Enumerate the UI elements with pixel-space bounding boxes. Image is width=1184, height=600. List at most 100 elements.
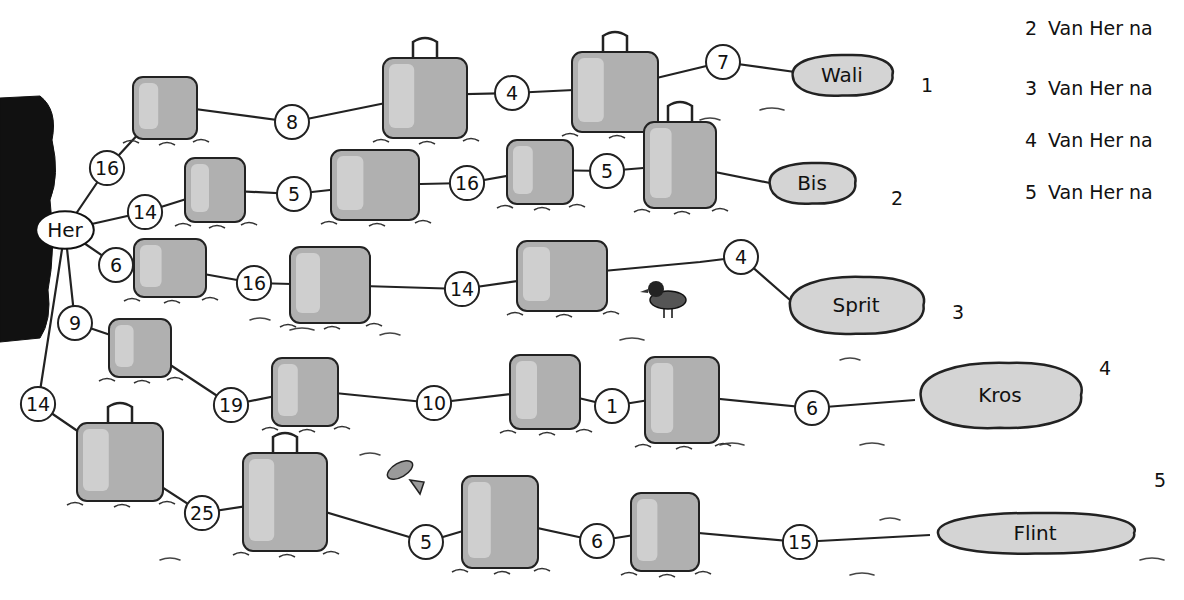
number-circle: [590, 154, 624, 188]
post: [233, 433, 339, 557]
ripple: [500, 430, 592, 436]
path-number: 6: [591, 531, 603, 552]
ripple: [262, 427, 350, 433]
ripple: [123, 140, 209, 146]
post-highlight: [337, 156, 363, 210]
ripple: [280, 324, 382, 330]
number-circle: [495, 76, 529, 110]
post-highlight: [296, 253, 320, 313]
path-number: 15: [788, 532, 812, 553]
post: [373, 38, 479, 144]
post: [635, 357, 731, 449]
post-body: [644, 122, 716, 208]
number-circle: [99, 248, 133, 282]
path-number: 16: [95, 158, 119, 179]
start-cliff: Her: [35, 210, 95, 250]
post: [621, 493, 711, 577]
post: [262, 358, 350, 432]
post: [123, 77, 209, 145]
island: Wali: [786, 50, 898, 100]
post-highlight: [651, 363, 673, 433]
island-shape: [938, 513, 1135, 554]
island-number: 2: [891, 188, 903, 209]
ripple: [452, 569, 550, 575]
number-circle: [724, 240, 758, 274]
path-number: 5: [288, 184, 300, 205]
number-circle: [409, 525, 443, 559]
island: Flint: [925, 508, 1145, 558]
post-highlight: [637, 499, 657, 561]
number-circle: [445, 272, 479, 306]
water-ripples: [160, 108, 1164, 575]
number-circles: [21, 45, 829, 559]
post-body: [572, 52, 658, 132]
post-highlight: [83, 429, 109, 491]
oval-shape: [36, 211, 94, 249]
post-body: [185, 158, 245, 222]
post-highlight: [516, 361, 537, 419]
ripple: [321, 221, 431, 227]
post: [124, 239, 218, 303]
ripple: [634, 209, 728, 215]
question-number: 3: [1025, 78, 1037, 99]
place-name: Sprit: [832, 293, 879, 317]
post: [321, 150, 431, 226]
path-number: 14: [26, 394, 50, 415]
number-circle: [128, 195, 162, 229]
island-number: 3: [952, 302, 964, 323]
number-circle: [795, 391, 829, 425]
question-text: Van Her na: [1048, 18, 1153, 39]
place-name: Her: [47, 218, 83, 242]
post: [175, 158, 257, 228]
number-circle: [450, 166, 484, 200]
island: Bis: [764, 158, 860, 208]
post-body: [272, 358, 338, 426]
island-shape: [790, 277, 924, 334]
post: [99, 319, 183, 383]
path-number: 10: [422, 393, 446, 414]
post-highlight: [191, 164, 209, 212]
post: [452, 476, 550, 574]
path-number: 16: [455, 173, 479, 194]
number-circle: [90, 151, 124, 185]
fish-tail: [410, 480, 424, 494]
number-circle: [277, 177, 311, 211]
place-name: Kros: [978, 383, 1022, 407]
bird-beak: [640, 289, 648, 293]
path-number: 5: [601, 161, 613, 182]
path-number: 1: [606, 396, 618, 417]
path-number: 25: [190, 503, 214, 524]
path-number: 8: [286, 112, 298, 133]
post-body: [383, 58, 467, 138]
post-highlight: [523, 247, 550, 301]
island-shape: [921, 363, 1082, 428]
place-name: Wali: [821, 63, 863, 87]
path-number: 7: [717, 52, 729, 73]
post-body: [462, 476, 538, 568]
island-number: 1: [921, 75, 933, 96]
post-highlight: [389, 64, 414, 128]
ripple: [621, 572, 711, 578]
post: [500, 355, 592, 435]
ripple: [635, 444, 731, 450]
question-number: 4: [1025, 130, 1037, 151]
post-body: [133, 77, 197, 139]
post-body: [134, 239, 206, 297]
post-body: [645, 357, 719, 443]
path-number: 14: [133, 202, 157, 223]
island: Sprit: [781, 270, 931, 340]
post: [497, 140, 585, 210]
post-highlight: [115, 325, 134, 367]
rope-path: [65, 230, 790, 300]
bird-head: [648, 281, 664, 297]
number-circle: [417, 386, 451, 420]
question-text: Van Her na: [1048, 130, 1153, 151]
post-highlight: [140, 245, 162, 287]
post: [634, 102, 728, 214]
question-number: 5: [1025, 182, 1037, 203]
ripple: [99, 378, 183, 384]
island-number: 5: [1154, 470, 1166, 491]
fish-body: [384, 457, 415, 483]
post-body: [517, 241, 607, 311]
